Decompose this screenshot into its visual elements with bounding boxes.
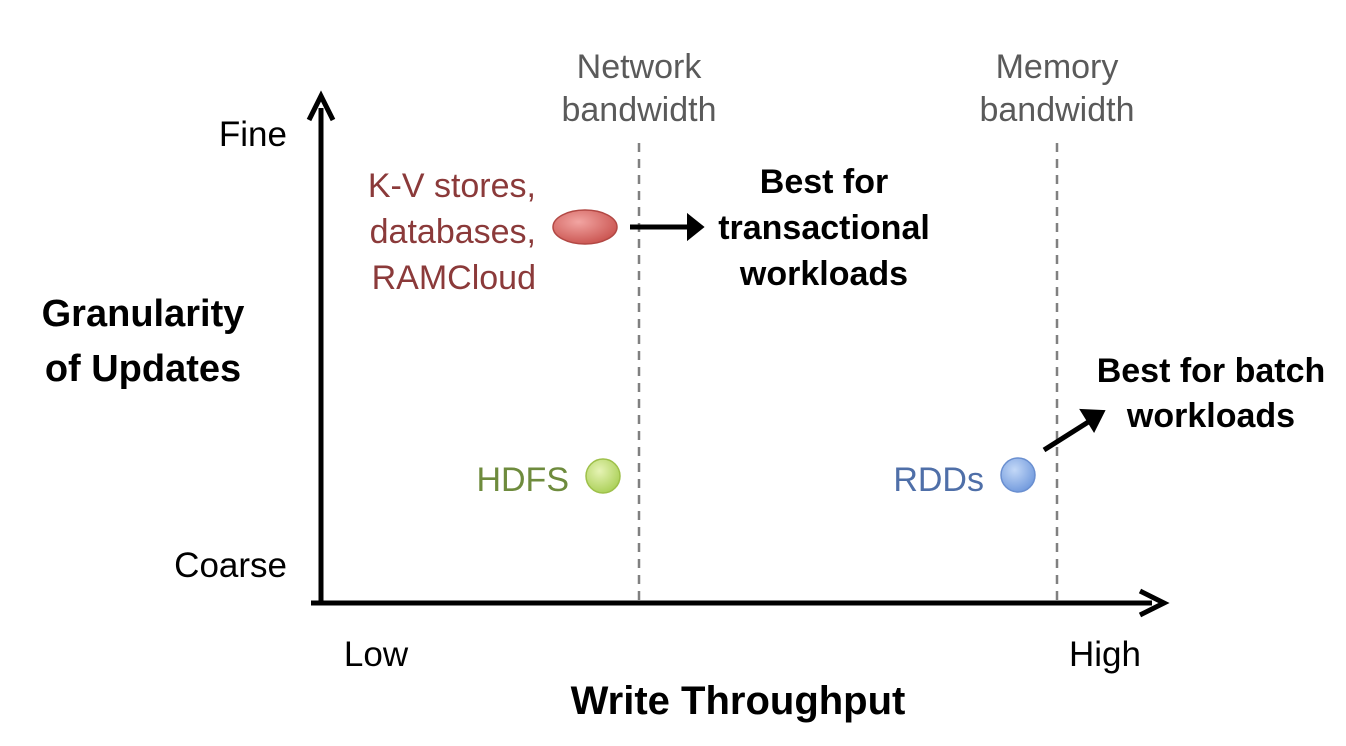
kv-label-line1: K-V stores, bbox=[368, 167, 536, 205]
transactional-label-line3: workloads bbox=[739, 255, 908, 293]
batch-label-line2: workloads bbox=[1126, 397, 1295, 435]
y-axis-arrowhead bbox=[306, 90, 336, 122]
kv-stores-marker bbox=[552, 209, 618, 245]
transactional-label-line1: Best for bbox=[760, 163, 888, 201]
x-axis-title: Write Throughput bbox=[571, 679, 906, 723]
batch-label-line1: Best for batch bbox=[1097, 352, 1326, 390]
x-axis-arrowhead bbox=[1138, 588, 1170, 618]
rdds-label: RDDs bbox=[893, 461, 984, 499]
rdds-marker bbox=[1000, 457, 1036, 493]
network-bandwidth-label-line2: bandwidth bbox=[561, 91, 716, 129]
batch-arrowhead bbox=[1079, 408, 1106, 434]
x-high-label: High bbox=[1069, 635, 1141, 674]
memory-bandwidth-label-line1: Memory bbox=[996, 48, 1119, 86]
transactional-label-line2: transactional bbox=[718, 209, 930, 247]
kv-label-line2: databases, bbox=[370, 213, 536, 251]
hdfs-marker bbox=[585, 458, 621, 494]
network-bandwidth-label-line1: Network bbox=[577, 48, 703, 86]
y-axis-title-line1: Granularity bbox=[42, 293, 245, 335]
y-fine-label: Fine bbox=[219, 115, 287, 154]
transactional-arrowhead bbox=[687, 212, 705, 242]
batch-arrow bbox=[1042, 416, 1095, 453]
hdfs-label: HDFS bbox=[476, 461, 569, 499]
x-low-label: Low bbox=[344, 635, 409, 674]
memory-bandwidth-label-line2: bandwidth bbox=[979, 91, 1134, 129]
kv-label-line3: RAMCloud bbox=[372, 259, 536, 297]
y-coarse-label: Coarse bbox=[174, 546, 287, 585]
y-axis-title-line2: of Updates bbox=[45, 348, 241, 390]
